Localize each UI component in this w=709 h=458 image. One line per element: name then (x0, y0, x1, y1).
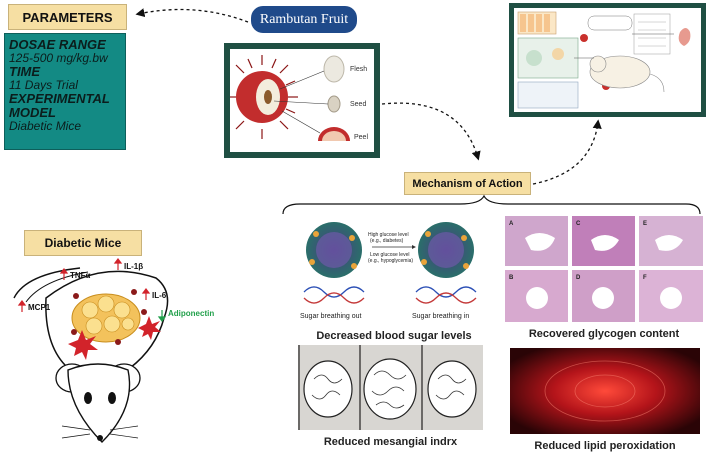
mice-title-text: Diabetic Mice (44, 236, 122, 250)
flesh-icon (323, 55, 345, 83)
histology-tile-b (505, 270, 568, 322)
sugar-mechanism-panel: High glucose level (e.g., diabetes) Low … (300, 222, 477, 320)
nanoparticle-left-icon (306, 222, 362, 278)
mechanism-title-text: Mechanism of Action (412, 177, 523, 190)
histology-tile-e (639, 216, 703, 266)
flesh-label: Flesh (350, 66, 367, 73)
sugar-in-label: Sugar breathing in (412, 313, 469, 320)
pathway-diagram (517, 11, 691, 109)
marker-il6: IL-6 (152, 291, 167, 300)
mechanism-title: Mechanism of Action (404, 172, 531, 195)
tile-letter-f: F (643, 275, 647, 281)
glycogen-caption: Recovered glycogen content (528, 328, 680, 340)
high-glucose-label-2: (e.g., diabetes) (370, 238, 404, 244)
high-glucose-label-1: High glucose level (368, 232, 409, 238)
marker-il1b: IL-1β (124, 262, 143, 271)
tile-letter-a: A (509, 221, 514, 227)
fruit-illustration: Flesh Seed Peel (230, 55, 368, 141)
fruit-image-frame: Flesh Seed Peel (224, 43, 380, 158)
rambutan-whole-icon (230, 55, 298, 139)
marker-tnfa: TNFα (70, 271, 91, 280)
immune-cell-icon (68, 316, 161, 360)
adipose-tissue-icon (71, 289, 147, 345)
arrow-fruit-to-parameters (135, 8, 249, 23)
blood-sugar-caption: Decreased blood sugar levels (316, 330, 472, 342)
tile-letter-d: D (576, 275, 581, 281)
mesangial-micrograph (298, 345, 483, 430)
arrow-fruit-to-mechanism (381, 102, 481, 161)
lipid-caption: Reduced lipid peroxidation (534, 440, 676, 452)
low-glucose-label-2: (e.g., hypoglycemia) (368, 258, 413, 264)
tile-letter-c: C (576, 221, 581, 227)
histology-tile-d (572, 270, 635, 322)
fruit-title-text: Rambutan Fruit (259, 11, 349, 27)
curly-brace (282, 194, 701, 215)
tile-letter-e: E (643, 221, 647, 227)
lipid-micrograph (510, 348, 700, 434)
parameters-box: DOSAE RANGE 125-500 mg/kg.bw TIME 11 Day… (4, 33, 126, 150)
sugar-out-label: Sugar breathing out (300, 313, 362, 320)
marker-adiponectin: Adiponectin (168, 309, 214, 318)
time-heading: TIME (9, 64, 41, 79)
time-value: 11 Days Trial (9, 78, 78, 92)
parameters-title-text: PARAMETERS (22, 9, 113, 25)
model-value: Diabetic Mice (9, 119, 82, 133)
pathway-diagram-frame (509, 3, 706, 117)
polymer-chain-icon (303, 286, 477, 304)
peel-label: Peel (354, 134, 368, 141)
nanoparticle-right-icon (418, 222, 474, 278)
dose-heading: DOSAE RANGE (9, 37, 106, 52)
model-heading-line2: MODEL (9, 105, 56, 120)
seed-label: Seed (350, 101, 366, 108)
histology-tile-a (505, 216, 568, 266)
fruit-title: Rambutan Fruit (251, 6, 357, 33)
model-heading-line1: EXPERIMENTAL (9, 91, 110, 106)
mesangial-caption: Reduced mesangial indrx (323, 436, 458, 448)
arrow-mechanism-to-pathway (532, 119, 602, 185)
marker-mcp1: MCP1 (28, 303, 51, 312)
mouse-head-icon (55, 363, 141, 443)
low-glucose-label-1: Low glucose level (370, 252, 409, 258)
histology-tile-c (572, 216, 635, 266)
histology-grid: A C E B D F (505, 216, 703, 322)
dose-value: 125-500 mg/kg.bw (9, 51, 108, 65)
mice-title: Diabetic Mice (24, 230, 142, 256)
mouse-tail-icon (13, 267, 81, 299)
tile-letter-b: B (509, 275, 514, 281)
mouse-illustration: TNFα IL-1β IL-6 MCP1 Adiponectin (13, 258, 214, 443)
histology-tile-f (639, 270, 703, 322)
parameters-title: PARAMETERS (8, 4, 127, 30)
